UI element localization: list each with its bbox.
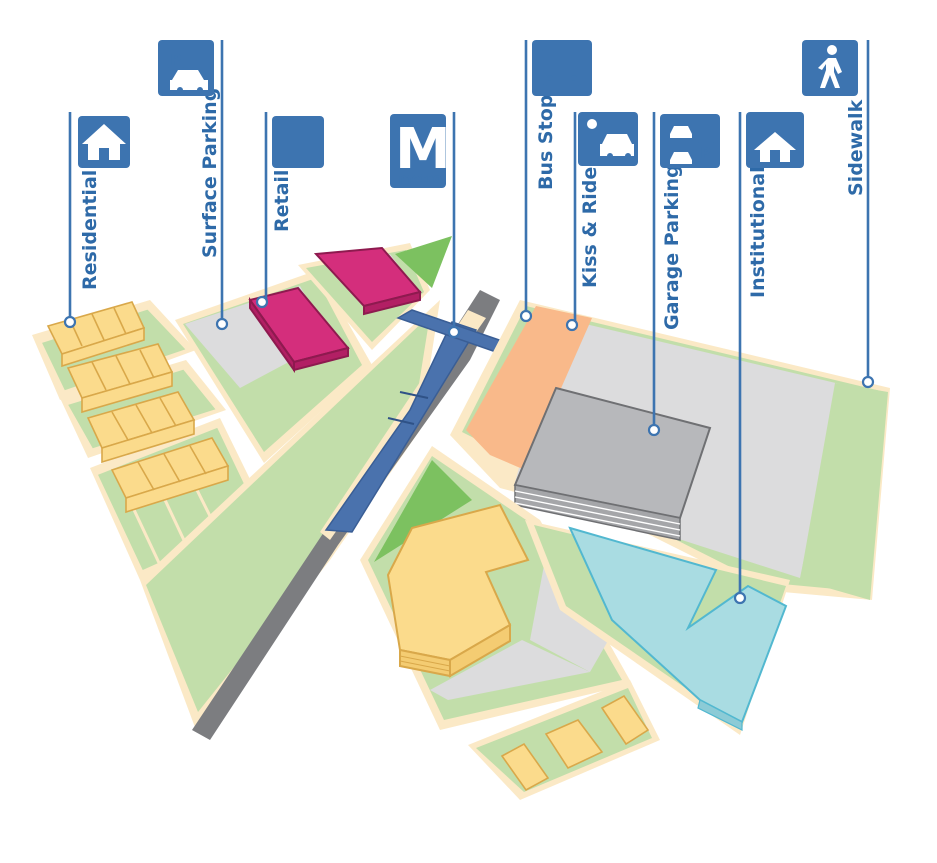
bus-stop-label: Bus Stop	[535, 95, 557, 190]
residential-houses	[46, 301, 230, 514]
garage-building	[513, 386, 712, 541]
sidewalk-callout: Sidewalk	[802, 40, 867, 196]
residential-label: Residential	[79, 170, 101, 290]
bus-stop-callout: Bus Stop	[532, 40, 592, 190]
residential-callout: Residential	[78, 116, 130, 290]
parking-car-letter: P	[170, 50, 182, 69]
institutional-callout: Institutional	[746, 112, 804, 298]
retail-label: Retail	[271, 170, 293, 232]
metro-logo-word: metro	[398, 172, 442, 187]
sidewalk-label: Sidewalk	[845, 99, 867, 196]
kiss-ride-callout: Kiss & Ride	[578, 112, 638, 288]
surface-parking-label: Surface Parking	[199, 88, 221, 258]
person-car-icon	[578, 112, 638, 166]
garage-parking-label: Garage Parking	[661, 164, 683, 330]
bus-icon	[532, 40, 592, 96]
retail-buildings	[248, 246, 422, 374]
park-wedge-grass	[146, 315, 430, 712]
parking-car-icon: P	[158, 40, 214, 96]
parking-garage-letter: P	[700, 144, 711, 162]
kiss-ride-lane	[466, 306, 592, 470]
surface-parking-callout: Surface Parking P	[158, 40, 221, 258]
storefront-icon	[272, 116, 324, 168]
metro-callout: M metro	[390, 114, 451, 188]
central-residential-building	[386, 503, 530, 678]
garage-parking-callout: Garage Parking P	[660, 114, 720, 330]
pedestrian-icon	[802, 40, 858, 96]
callout-leaders	[63, 40, 875, 605]
house-icon	[78, 116, 130, 168]
metro-logo-icon: M metro	[390, 114, 451, 188]
institutional-block	[525, 520, 790, 735]
sidewalk-strip	[800, 383, 888, 600]
church-icon	[746, 112, 804, 168]
kiss-ride-label: Kiss & Ride	[579, 167, 601, 288]
bottom-houses	[500, 694, 650, 792]
retail-callout: Retail	[271, 116, 324, 232]
institutional-label: Institutional	[747, 166, 769, 298]
parking-garage-icon: P	[660, 114, 720, 168]
